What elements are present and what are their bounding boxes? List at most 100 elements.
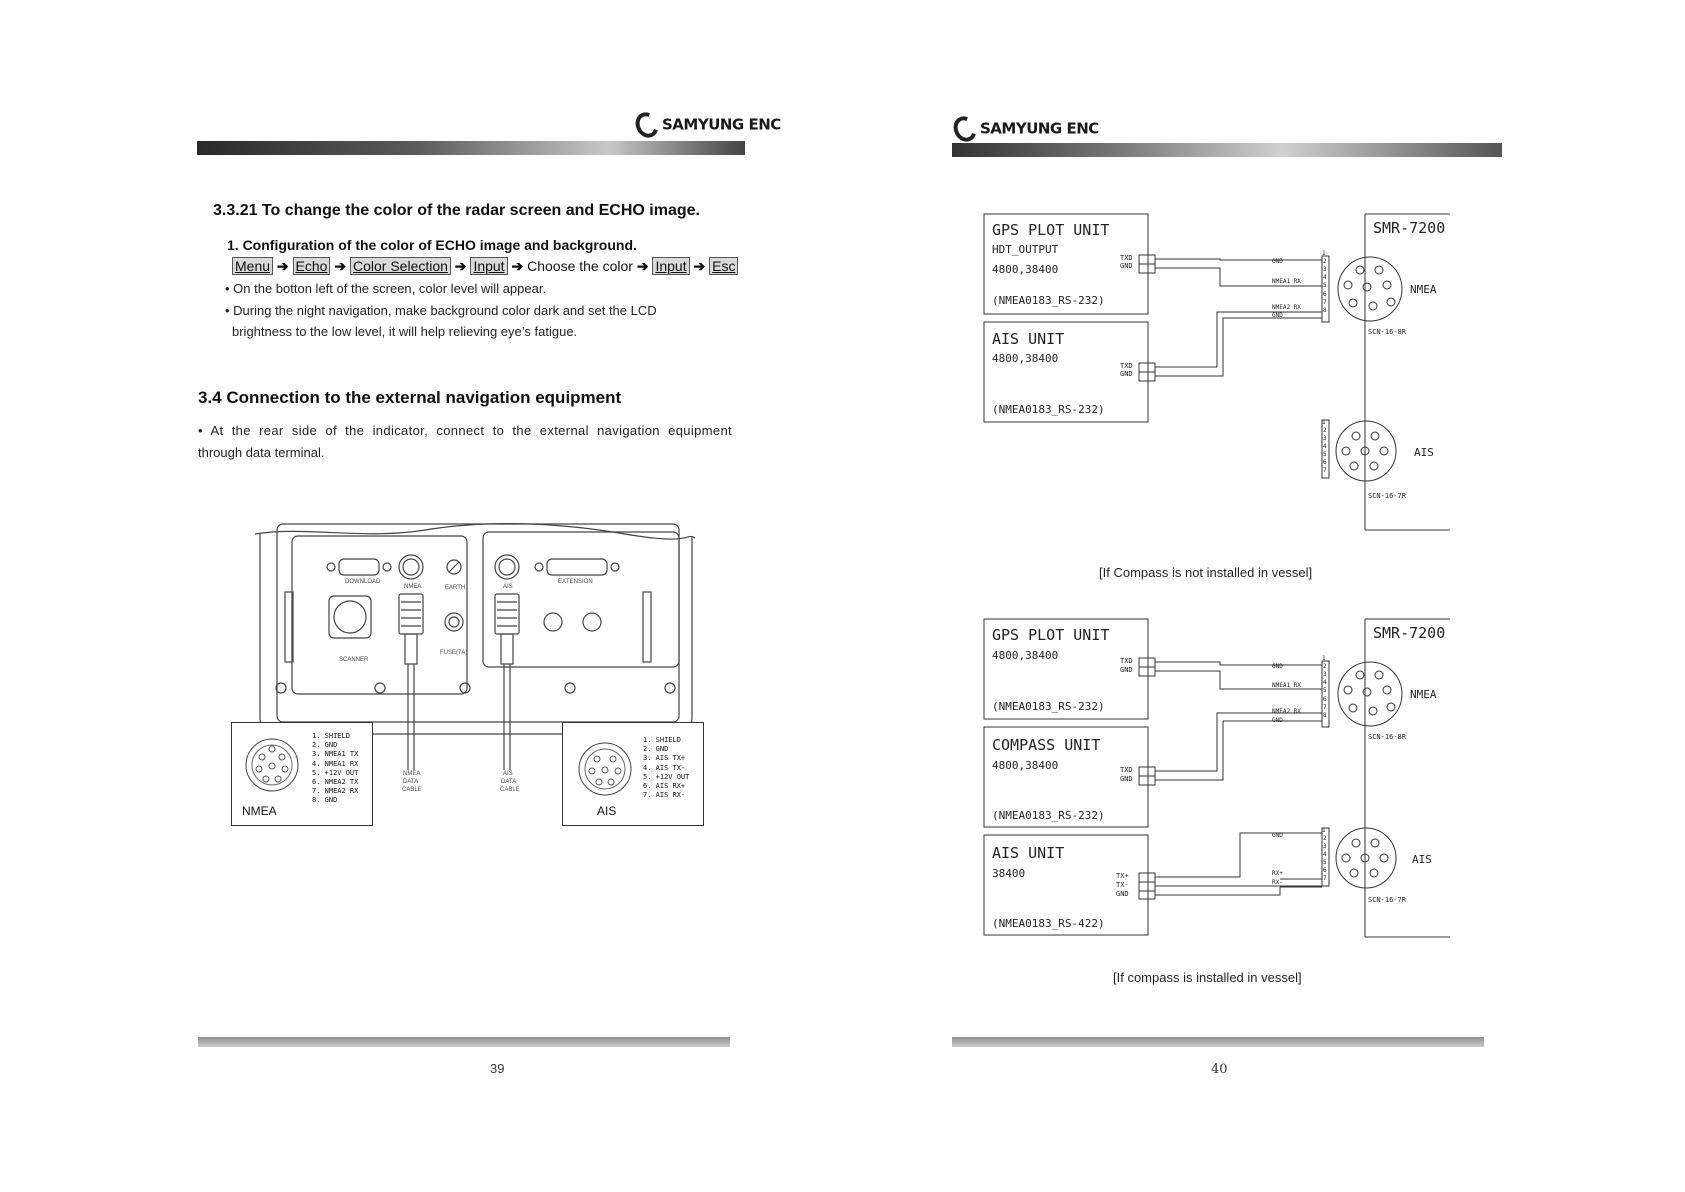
pin-label: TXD xyxy=(1120,362,1133,370)
svg-text:6: 6 xyxy=(1323,291,1327,298)
label-nmea: NMEA xyxy=(404,584,421,590)
footer-rule-left xyxy=(198,1037,730,1047)
arrow-right-icon: ➔ xyxy=(507,258,528,274)
pin-item: 2. GND xyxy=(312,741,338,750)
pin-item: 5. +12V OUT xyxy=(312,768,359,777)
sub-title: 1. Configuration of the color of ECHO im… xyxy=(227,237,637,253)
svg-text:2: 2 xyxy=(1323,835,1327,842)
label-ais: AIS xyxy=(503,584,513,590)
wire-label: GND xyxy=(1272,312,1283,319)
wire-label: GND xyxy=(1272,258,1283,265)
svg-text:8: 8 xyxy=(1323,307,1327,314)
nmea-connector-label: NMEA xyxy=(1410,688,1437,701)
svg-text:8: 8 xyxy=(1323,712,1327,719)
rear-panel-illustration: DOWNLOAD NMEA EARTH AIS EXTENSION SCANNE… xyxy=(254,523,696,793)
caption-with-compass: [If compass is installed in vessel] xyxy=(1113,970,1302,985)
menu-path-step: Menu xyxy=(232,257,274,275)
pin-number-column-nmea: 1 2 3 4 5 6 7 8 xyxy=(1322,655,1327,719)
arrow-right-icon: ➔ xyxy=(689,258,710,274)
label-earth: EARTH xyxy=(445,585,465,591)
pin-number-column-nmea: 1 2 3 4 5 6 7 8 xyxy=(1322,250,1327,314)
ais-unit-line1: 4800,38400 xyxy=(992,352,1058,365)
pin-item: 3. AIS TX+ xyxy=(643,754,686,763)
svg-text:7: 7 xyxy=(1323,467,1327,474)
brand-logo-right: SAMYUNG ENC xyxy=(949,112,1099,146)
ais-unit-box xyxy=(983,834,1149,936)
arrow-right-icon: ➔ xyxy=(330,258,350,274)
page-number-left: 39 xyxy=(490,1061,505,1076)
bullet-night-nav-1: • During the night navigation, make back… xyxy=(225,303,657,318)
compass-unit-line1: 4800,38400 xyxy=(992,759,1058,772)
nmea-cable-label-2: DATA xyxy=(403,779,418,785)
svg-text:3: 3 xyxy=(1323,435,1327,442)
menu-path-step: Choose the color xyxy=(527,258,633,274)
nmea-cable-label-3: CABLE xyxy=(402,787,422,793)
bullet-color-level: • On the botton left of the screen, colo… xyxy=(225,281,547,296)
wire-label: GND xyxy=(1272,663,1283,670)
svg-text:5: 5 xyxy=(1323,687,1327,694)
gps-unit-title: GPS PLOT UNIT xyxy=(992,221,1109,239)
svg-text:4: 4 xyxy=(1323,851,1327,858)
para-line-2: through data terminal. xyxy=(198,445,325,460)
ais-unit-title: AIS UNIT xyxy=(992,844,1064,862)
bullet-night-nav-2: brightness to the low level, it will hel… xyxy=(232,324,578,339)
svg-text:4: 4 xyxy=(1323,274,1327,281)
header-bar-left xyxy=(197,141,745,155)
pin-item: 4. AIS TX- xyxy=(643,763,686,772)
ais-unit-line2: (NMEA0183_RS-422) xyxy=(992,917,1105,930)
svg-text:2: 2 xyxy=(1323,258,1327,265)
menu-path-step: Input xyxy=(470,257,508,275)
pin-item: 2. GND xyxy=(643,745,669,754)
samyung-logo-icon xyxy=(949,112,981,146)
ais-pin-list: 1. SHIELD 2. GND 3. AIS TX+ 4. AIS TX- 5… xyxy=(643,736,689,800)
ais-pinout-box: AIS 1. SHIELD 2. GND 3. AIS TX+ 4. AIS T… xyxy=(562,722,704,826)
pin-label: TX+ xyxy=(1116,872,1129,880)
nmea-pinout-box: NMEA 1. SHIELD 2. GND 3. NMEA1 TX 4. NME… xyxy=(231,722,373,826)
svg-text:6: 6 xyxy=(1323,696,1327,703)
svg-text:3: 3 xyxy=(1323,843,1327,850)
wire-label: NMEA2 RX xyxy=(1272,708,1301,715)
pin-label: GND xyxy=(1120,775,1133,783)
wire-label: NMEA1 RX xyxy=(1272,278,1301,285)
pin-number-column-ais: 1 2 3 4 5 6 7 xyxy=(1322,419,1327,474)
arrow-right-icon: ➔ xyxy=(273,258,293,274)
menu-path-step: Input xyxy=(652,257,690,275)
label-download: DOWNLOAD xyxy=(345,579,381,585)
gps-unit-line2: 4800,38400 xyxy=(992,263,1058,276)
wire-label: RX- xyxy=(1272,879,1283,886)
pin-item: 1. SHIELD xyxy=(643,736,681,744)
svg-text:7: 7 xyxy=(1323,299,1327,306)
ais-connector-icon xyxy=(578,742,632,796)
svg-text:1: 1 xyxy=(1322,250,1326,257)
page-number-right: 40 xyxy=(1211,1062,1228,1077)
panel-top-edge xyxy=(254,523,696,540)
section-title-3-3-21: 3.3.21 To change the color of the radar … xyxy=(213,202,700,219)
label-scanner: SCANNER xyxy=(339,657,369,663)
pin-label: GND xyxy=(1120,370,1133,378)
pin-item: 8. GND xyxy=(312,796,338,805)
arrow-right-icon: ➔ xyxy=(450,258,471,274)
wiring-diagram-with-compass: GPS PLOT UNIT 4800,38400 (NMEA0183_RS-23… xyxy=(983,618,1450,938)
svg-text:5: 5 xyxy=(1323,282,1327,289)
scn-16-8r-label: SCN-16-8R xyxy=(1368,733,1407,741)
ais-unit-title: AIS UNIT xyxy=(992,330,1064,348)
svg-text:2: 2 xyxy=(1323,427,1327,434)
pin-number-column-ais: 1 2 3 4 5 6 7 xyxy=(1322,827,1327,882)
smr-7200-label: SMR-7200 xyxy=(1373,624,1445,642)
scn-16-7r-label: SCN-16-7R xyxy=(1368,492,1407,500)
scn-16-8r-label: SCN-16-8R xyxy=(1368,328,1407,336)
brand-logo-left: SAMYUNG ENC xyxy=(631,108,781,142)
nmea-connector-icon xyxy=(245,738,299,792)
pin-item: 4. NMEA1 RX xyxy=(312,759,359,768)
gps-unit-box xyxy=(983,618,1149,720)
svg-text:6: 6 xyxy=(1323,459,1327,466)
ais-connector-label: AIS xyxy=(1412,853,1432,866)
svg-text:7: 7 xyxy=(1323,875,1327,882)
gps-unit-line1: 4800,38400 xyxy=(992,649,1058,662)
pin-item: 3. NMEA1 TX xyxy=(312,750,359,759)
ais-unit-line1: 38400 xyxy=(992,867,1025,880)
svg-text:1: 1 xyxy=(1322,827,1326,834)
footer-rule-right xyxy=(952,1037,1484,1047)
compass-unit-box xyxy=(983,726,1149,828)
gps-unit-title: GPS PLOT UNIT xyxy=(992,626,1109,644)
